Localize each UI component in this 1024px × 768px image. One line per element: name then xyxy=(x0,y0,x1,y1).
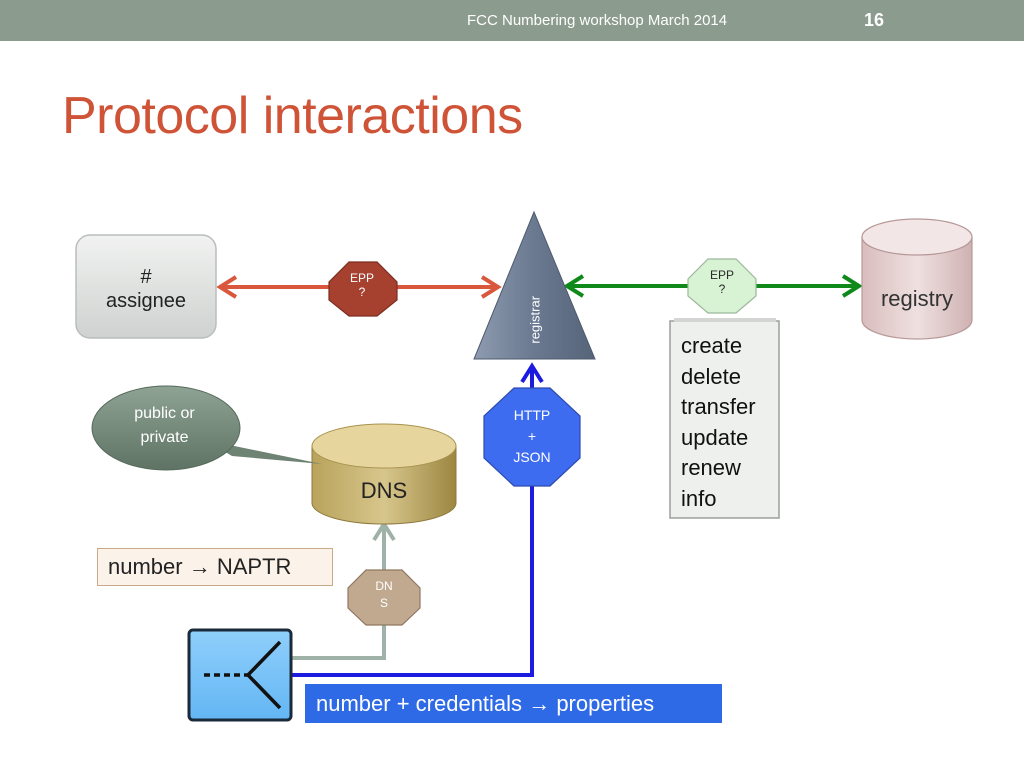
right-arrow-icon: → xyxy=(188,554,211,579)
command-item: delete xyxy=(681,363,741,389)
dns-protocol-line-1: DN xyxy=(375,579,393,593)
command-item: info xyxy=(681,485,717,511)
naptr-box: number → NAPTR xyxy=(97,548,333,586)
epp-right-octagon xyxy=(687,258,757,314)
header-text: FCC Numbering workshop March 2014 xyxy=(467,12,728,29)
registrar-node xyxy=(473,210,596,360)
http-json-line-3: JSON xyxy=(513,449,551,465)
epp-left-label: EPP ? xyxy=(329,271,395,300)
slide-title: Protocol interactions xyxy=(62,87,523,145)
registry-node xyxy=(861,218,973,340)
dns-protocol-label: DN S xyxy=(350,578,418,612)
assignee-node xyxy=(75,234,217,339)
epp-right-line-2: ? xyxy=(718,282,726,297)
public-private-bubble xyxy=(91,385,322,471)
dns-protocol-line-2: S xyxy=(379,596,388,610)
epp-left-octagon xyxy=(328,261,398,317)
dns-database-label: DNS xyxy=(360,478,408,503)
epp-right-line-1: EPP xyxy=(709,268,734,282)
assignee-label-line-1: # xyxy=(140,266,152,288)
epp-left-line-2: ? xyxy=(358,285,366,300)
commands-box xyxy=(669,320,780,519)
epp-right-label: EPP ? xyxy=(689,268,755,297)
bubble-line-1: public or xyxy=(134,405,195,422)
command-item: update xyxy=(681,424,749,450)
http-json-line-2: + xyxy=(527,428,537,444)
commands-list: create delete transfer update renew info xyxy=(681,331,756,514)
command-item: create xyxy=(681,333,743,358)
right-arrow-icon: → xyxy=(528,691,551,716)
dns-database xyxy=(311,423,457,525)
device-node xyxy=(187,628,293,722)
public-private-label: public or private xyxy=(92,402,237,450)
naptr-left-text: number xyxy=(108,554,183,579)
dns-protocol-octagon xyxy=(347,569,421,626)
registry-label: registry xyxy=(880,286,954,311)
credentials-left-text: number + credentials xyxy=(316,691,523,716)
http-json-octagon xyxy=(483,387,581,487)
header-bar xyxy=(0,0,1024,41)
http-json-label: HTTP + JSON xyxy=(484,405,580,468)
http-json-line-1: HTTP xyxy=(513,407,551,423)
assignee-label: # assignee xyxy=(76,265,216,313)
credentials-box: number + credentials → properties xyxy=(305,684,722,723)
command-item: renew xyxy=(681,455,741,480)
dialer-arrow-icon xyxy=(204,640,282,710)
page-number: 16 xyxy=(864,10,885,30)
registrar-label: registrar xyxy=(527,295,543,344)
assignee-label-line-2: assignee xyxy=(105,290,187,312)
epp-left-line-1: EPP xyxy=(349,271,374,285)
bubble-line-2: private xyxy=(140,429,189,446)
naptr-right-text: NAPTR xyxy=(216,554,292,579)
credentials-right-text: properties xyxy=(556,691,655,716)
command-item: transfer xyxy=(681,394,756,419)
commands-box-shadow xyxy=(674,318,776,322)
